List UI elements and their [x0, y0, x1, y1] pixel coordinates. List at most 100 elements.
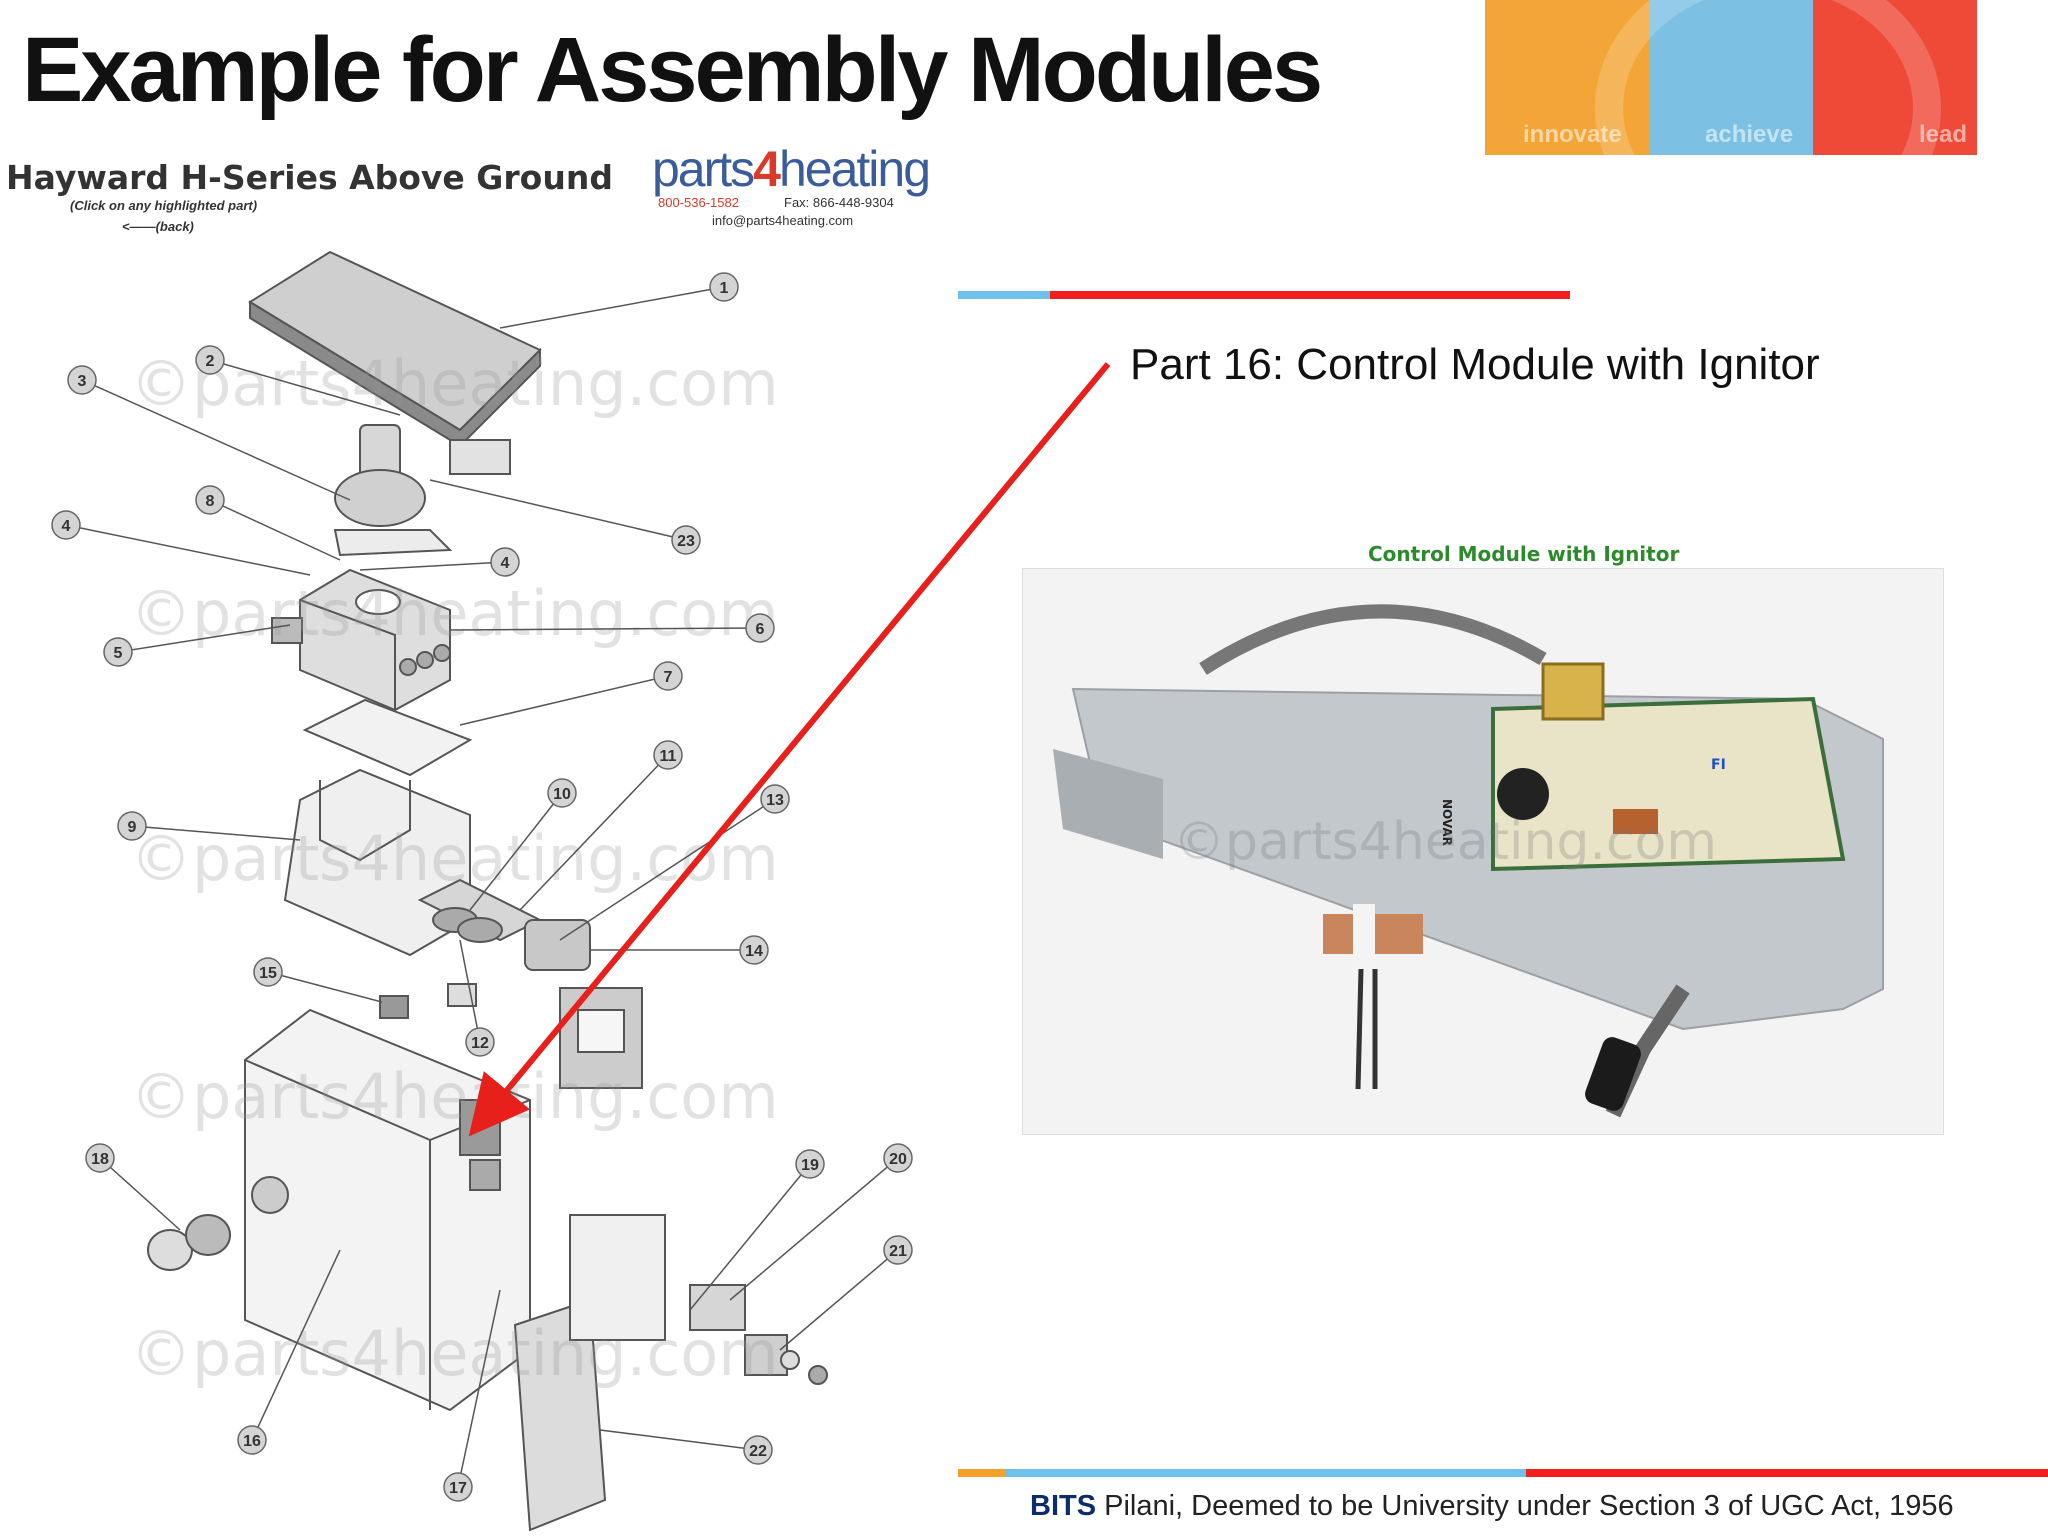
- photo-board-label-novar: NOVAR: [1440, 799, 1454, 846]
- callout-leader-line: [359, 561, 506, 571]
- callout-number: 12: [471, 1035, 489, 1052]
- callout-leader-line: [81, 379, 351, 501]
- brand-prefix: parts: [652, 141, 755, 197]
- callout-bubble: [709, 272, 739, 302]
- callout-number: 5: [114, 645, 123, 662]
- footer-bits: BITS: [1030, 1490, 1097, 1522]
- callout-bubble: [253, 957, 283, 987]
- brand-phone: 800-536-1582: [658, 195, 739, 210]
- callout-leader-line: [499, 286, 725, 329]
- callout-number: 20: [889, 1151, 907, 1168]
- control-module-photo: FI NOVAR ©parts4heating.com: [1022, 568, 1944, 1135]
- brand-name: parts4heating: [652, 140, 931, 198]
- callout-leader-line: [209, 499, 341, 561]
- gear-icon: [1595, 0, 1941, 155]
- part-21-plate: [744, 1334, 788, 1376]
- brand-four: 4: [753, 141, 781, 197]
- diagram-watermark-5: ©parts4heating.com: [130, 1317, 779, 1390]
- divider-accent-blue: [958, 291, 1050, 299]
- callout-leader-line: [779, 1249, 899, 1351]
- callout-leader-line: [131, 825, 301, 841]
- callout-number: 22: [749, 1443, 767, 1460]
- callout-leader-line: [65, 524, 311, 576]
- part-19-door: [569, 1214, 666, 1341]
- part-20-bracket: [689, 1284, 746, 1331]
- callout-number: 3: [78, 373, 87, 390]
- callout-bubble: [67, 365, 97, 395]
- brand-fax: Fax: 866-448-9304: [784, 195, 894, 210]
- footer-accent-red: [1526, 1469, 2048, 1477]
- diagram-title: Hayward H-Series Above Ground: [6, 158, 613, 197]
- callout-bubble: [103, 637, 133, 667]
- callout-number: 19: [801, 1157, 819, 1174]
- callout-number: 16: [243, 1433, 261, 1450]
- callout-bubble: [237, 1425, 267, 1455]
- callout-bubble: [443, 1472, 473, 1502]
- callout-leader-line: [99, 1157, 181, 1231]
- footer-text: BITS Pilani, Deemed to be University und…: [1030, 1490, 1954, 1523]
- part-23-box: [449, 439, 511, 475]
- diagram-watermark-4: ©parts4heating.com: [130, 1060, 779, 1133]
- callout-bubble: [795, 1149, 825, 1179]
- callout-bubble: [883, 1235, 913, 1265]
- callout-leader-line: [117, 624, 291, 653]
- divider-accent-red: [1050, 291, 1570, 299]
- slide-title: Example for Assembly Modules: [22, 19, 1323, 121]
- callout-number: 6: [756, 621, 765, 638]
- callout-number: 10: [553, 786, 571, 803]
- photo-title: Control Module with Ignitor: [1368, 542, 1680, 566]
- part-15-component: [379, 995, 409, 1019]
- callout-number: 23: [677, 533, 695, 550]
- callout-number: 15: [259, 965, 277, 982]
- callout-leader-line: [729, 1157, 899, 1301]
- callout-bubble: [195, 345, 225, 375]
- callout-number: 8: [206, 493, 215, 510]
- callout-number: 7: [664, 669, 673, 686]
- callout-leader-line: [689, 1163, 811, 1311]
- part-22-access-door: [513, 1298, 607, 1532]
- callout-number: 21: [889, 1243, 907, 1260]
- callout-bubble: [51, 510, 81, 540]
- footer-rest: Pilani, Deemed to be University under Se…: [1096, 1490, 1954, 1522]
- callout-number: 14: [745, 943, 763, 960]
- callout-number: 1: [720, 280, 729, 297]
- part-6-heat-exchanger: [299, 568, 451, 712]
- callout-number: 13: [766, 792, 784, 809]
- footer-accent-orange: [958, 1469, 1006, 1477]
- brand-email: info@parts4heating.com: [712, 213, 854, 228]
- photo-board-label-fi: FI: [1711, 757, 1726, 773]
- photo-watermark: ©parts4heating.com: [1173, 812, 1717, 872]
- footer-accent-blue: [1006, 1469, 1526, 1477]
- callout-leader-line: [599, 1429, 759, 1451]
- callout-number: 4: [62, 518, 71, 535]
- diagram-back-link[interactable]: <——(back): [122, 219, 194, 234]
- callout-leader-line: [459, 939, 481, 1043]
- callout-number: 18: [91, 1151, 109, 1168]
- callout-bubble: [743, 1435, 773, 1465]
- diagram-watermark-3: ©parts4heating.com: [130, 822, 779, 895]
- callout-bubble: [883, 1143, 913, 1173]
- callout-number: 2: [206, 353, 215, 370]
- callout-leader-line: [251, 1249, 341, 1441]
- callout-bubble: [195, 485, 225, 515]
- diagram-watermark-1: ©parts4heating.com: [130, 347, 779, 420]
- exploded-parts-diagram: ©parts4heating.com ©parts4heating.com ©p…: [51, 250, 913, 1532]
- callout-leader-line: [429, 479, 687, 541]
- part-caption: Part 16: Control Module with Ignitor: [1130, 340, 1820, 389]
- callout-number: 17: [449, 1480, 467, 1497]
- callout-number: 4: [501, 555, 510, 572]
- callout-bubble: [117, 811, 147, 841]
- callout-leader-line: [267, 971, 383, 1003]
- callout-bubble: [85, 1143, 115, 1173]
- callout-number: 9: [128, 819, 137, 836]
- part-7-gasket: [302, 698, 473, 777]
- callout-leader-line: [209, 359, 401, 416]
- callout-leader-line: [459, 675, 669, 726]
- part-2-blower-housing: [334, 469, 426, 527]
- parts4heating-logo: parts4heating 800-536-1582 Fax: 866-448-…: [652, 140, 952, 235]
- brand-suffix: heating: [778, 141, 931, 197]
- callout-leader-line: [457, 1289, 501, 1488]
- diagram-watermark-2: ©parts4heating.com: [130, 577, 779, 650]
- diagram-subtitle: (Click on any highlighted part): [70, 198, 258, 213]
- callout-number: 11: [660, 748, 677, 765]
